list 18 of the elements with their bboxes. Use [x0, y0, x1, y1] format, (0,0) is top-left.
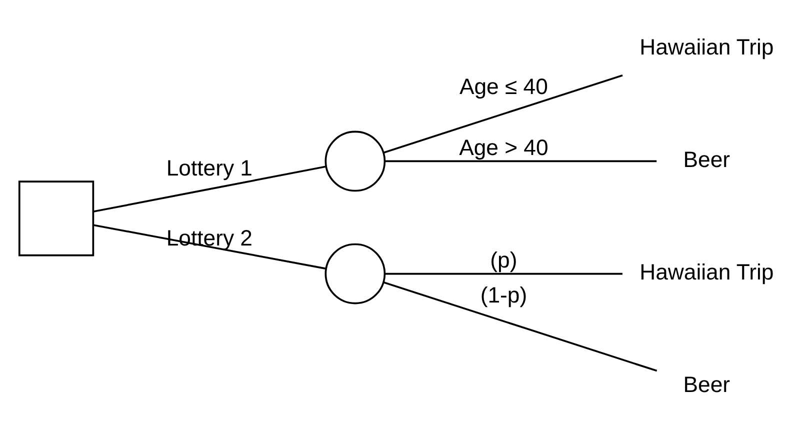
edge-label: Age > 40: [459, 134, 548, 160]
connector: [384, 160, 657, 162]
edge-label: (p): [490, 248, 518, 272]
connector: [94, 224, 326, 270]
node-text: Beer: [683, 372, 730, 398]
node-text: Hawaiian Trip: [640, 259, 774, 284]
node-box: [18, 180, 94, 256]
node-circle: [324, 130, 386, 192]
connector: [383, 74, 623, 154]
edge-label: Lottery 1: [166, 155, 252, 180]
connector: [383, 282, 658, 372]
edge-label: Age ≤ 40: [460, 74, 548, 100]
node-text: Beer: [683, 146, 730, 172]
connector: [384, 272, 622, 275]
connector: [94, 166, 326, 212]
node-text: Hawaiian Trip: [640, 34, 774, 60]
edge-label: (1-p): [480, 282, 528, 308]
node-circle: [324, 243, 386, 304]
